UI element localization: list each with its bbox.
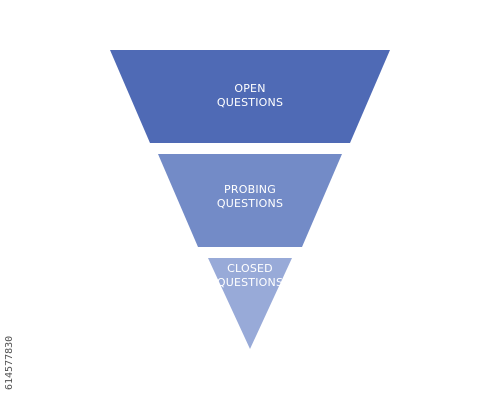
funnel-level-probing-label-line2: QUESTIONS: [217, 197, 283, 210]
funnel-level-probing: [158, 154, 342, 247]
funnel-level-closed: [208, 258, 292, 349]
funnel-level-open: [110, 50, 390, 143]
funnel-level-open-label-line2: QUESTIONS: [217, 96, 283, 109]
funnel-level-open-label-line1: OPEN: [234, 82, 265, 95]
stock-id-watermark: 614577830: [4, 335, 15, 390]
funnel-level-closed-label-line2: QUESTIONS: [217, 276, 283, 289]
funnel-level-probing-label-line1: PROBING: [224, 183, 276, 196]
funnel-level-closed-label-line1: CLOSED: [227, 262, 273, 275]
